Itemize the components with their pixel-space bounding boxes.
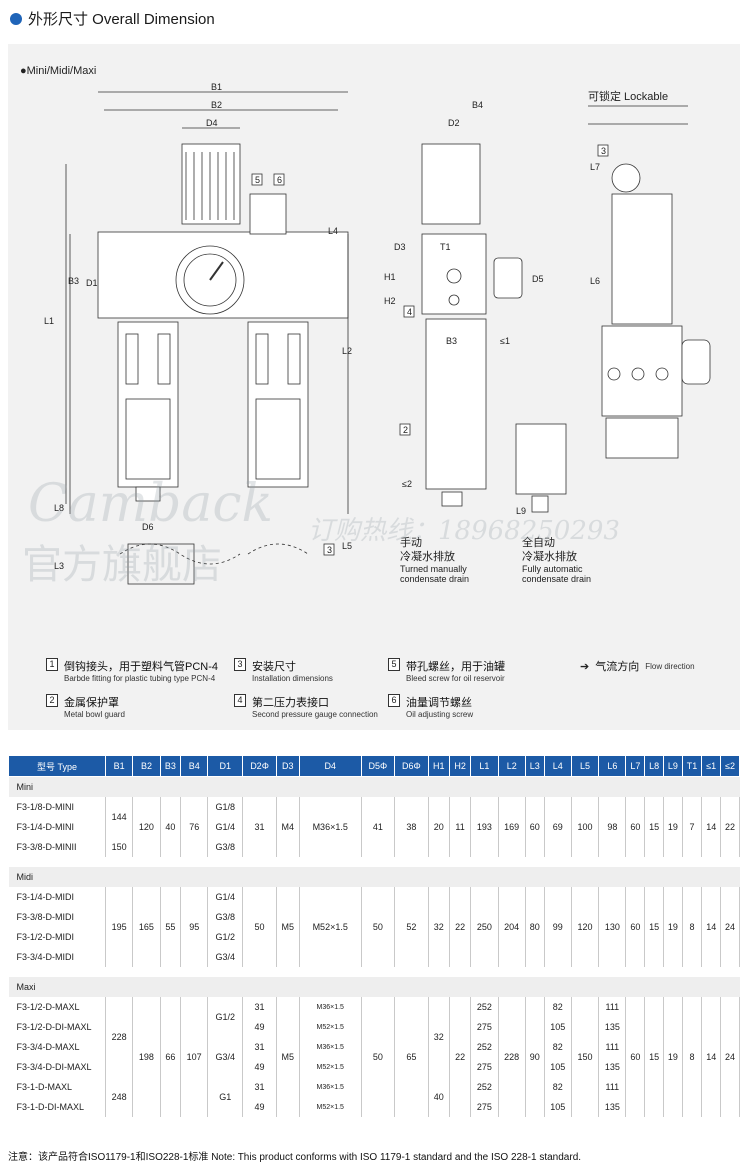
callout-3-lock: 3 xyxy=(601,146,606,156)
page-title-text: 外形尺寸 Overall Dimension xyxy=(28,11,215,28)
dim-d5: D5 xyxy=(532,274,544,284)
group-row-mini: Mini xyxy=(8,776,740,797)
dim-s1: ≤1 xyxy=(500,336,510,346)
lockable-body xyxy=(601,325,683,417)
group-row-midi: Midi xyxy=(8,867,740,887)
table-row: F3-1/4-D-MIDI 195 165 55 95 G1/4 50 M5 M… xyxy=(8,887,740,967)
dim-d3: D3 xyxy=(394,242,406,252)
manual-drain-en1: Turned manually xyxy=(400,564,467,574)
table-row: F3-1/4-D-MINI G1/4 xyxy=(8,817,740,837)
dim-d2: D2 xyxy=(448,118,460,128)
legend-flow: ➔ 气流方向 Flow direction xyxy=(580,660,695,674)
callout-5: 5 xyxy=(255,175,260,185)
dim-b3: B3 xyxy=(68,276,79,286)
table-row: F3-3/8-D-MINII 150 G3/8 xyxy=(8,837,740,857)
dim-h2: H2 xyxy=(384,296,396,306)
regulator-knob xyxy=(181,143,241,225)
lubricator-bowl xyxy=(247,321,309,488)
technical-drawing: 5 6 3 4 2 3 ●Mini/Midi/Maxi 可锁定 Lockable… xyxy=(20,65,711,585)
manual-drain-zh1: 手动 xyxy=(400,535,422,549)
dim-l4: L4 xyxy=(328,226,338,236)
dim-l3: L3 xyxy=(54,561,64,571)
lock-icon xyxy=(611,163,641,193)
dim-d6: D6 xyxy=(142,522,154,532)
dim-l1: L1 xyxy=(44,316,54,326)
table-row: F3-1/2-D-DI-MAXL 49 M52×1.5 275 105 135 xyxy=(8,1017,740,1037)
group-row-maxi: Maxi xyxy=(8,977,740,997)
dim-l5: L5 xyxy=(342,541,352,551)
side-regulator-knob xyxy=(421,143,481,225)
manual-drain-zh2: 冷凝水排放 xyxy=(400,549,455,563)
callout-4: 4 xyxy=(407,307,412,317)
dim-l8: L8 xyxy=(54,503,64,513)
dim-b2: B2 xyxy=(211,100,222,110)
callout-2: 2 xyxy=(403,425,408,435)
dim-s2: ≤2 xyxy=(402,479,412,489)
dim-l2: L2 xyxy=(342,346,352,356)
filter-bowl xyxy=(117,321,179,488)
dim-b1: B1 xyxy=(211,82,222,92)
table-row: F3-1-D-DI-MAXL 49 M52×1.5 275 105 135 xyxy=(8,1097,740,1117)
lockable-knob xyxy=(611,193,673,325)
lockable-label: 可锁定 Lockable xyxy=(588,89,668,103)
dim-t1: T1 xyxy=(440,242,451,252)
side-bowl xyxy=(425,318,487,490)
callout-6: 6 xyxy=(277,175,282,185)
standard-note: 注意：该产品符合ISO1179-1和ISO228-1标准 Note: This … xyxy=(8,1152,582,1163)
auto-drain-en1: Fully automatic xyxy=(522,564,583,574)
bullet-icon xyxy=(10,12,22,25)
table-row: F3-1-D-MAXL 248 G1 31 M36×1.5 40 252 82 … xyxy=(8,1077,740,1117)
dim-b3-side: B3 xyxy=(446,336,457,346)
auto-drain-bowl xyxy=(515,423,567,495)
dim-l7: L7 xyxy=(590,162,600,172)
side-body xyxy=(421,233,487,315)
table-row: F3-1/2-D-MAXL 228 198 66 107 G1/2 31 M5 … xyxy=(8,997,740,1117)
auto-drain-en2: condensate drain xyxy=(522,574,591,584)
table-row: F3-3/4-D-MAXL G3/4 31 M36×1.5 252 82 111 xyxy=(8,1037,740,1077)
dim-h1: H1 xyxy=(384,272,396,282)
dim-b4: B4 xyxy=(472,100,483,110)
auto-drain-zh2: 冷凝水排放 xyxy=(522,549,577,563)
dim-l6: L6 xyxy=(590,276,600,286)
series-label: ●Mini/Midi/Maxi xyxy=(20,65,96,77)
flow-arrow-icon: ➔ xyxy=(580,660,590,673)
drawing-panel: 5 6 3 4 2 3 ●Mini/Midi/Maxi 可锁定 Lockable… xyxy=(8,44,740,730)
table-row: F3-3/4-D-DI-MAXL 49 M52×1.5 275 105 135 xyxy=(8,1057,740,1077)
col-type: 型号 Type xyxy=(8,755,106,777)
auto-drain-zh1: 全自动 xyxy=(522,535,555,549)
dim-d4: D4 xyxy=(206,118,218,128)
callout-3: 3 xyxy=(327,545,332,555)
dim-l9: L9 xyxy=(516,506,526,516)
manual-drain-en2: condensate drain xyxy=(400,574,469,584)
table-row: F3-1/8-D-MINI 144 120 40 76 G1/8 31 M4 M… xyxy=(8,797,740,857)
dim-d1: D1 xyxy=(86,278,98,288)
page-title: 外形尺寸 Overall Dimension xyxy=(10,8,215,29)
